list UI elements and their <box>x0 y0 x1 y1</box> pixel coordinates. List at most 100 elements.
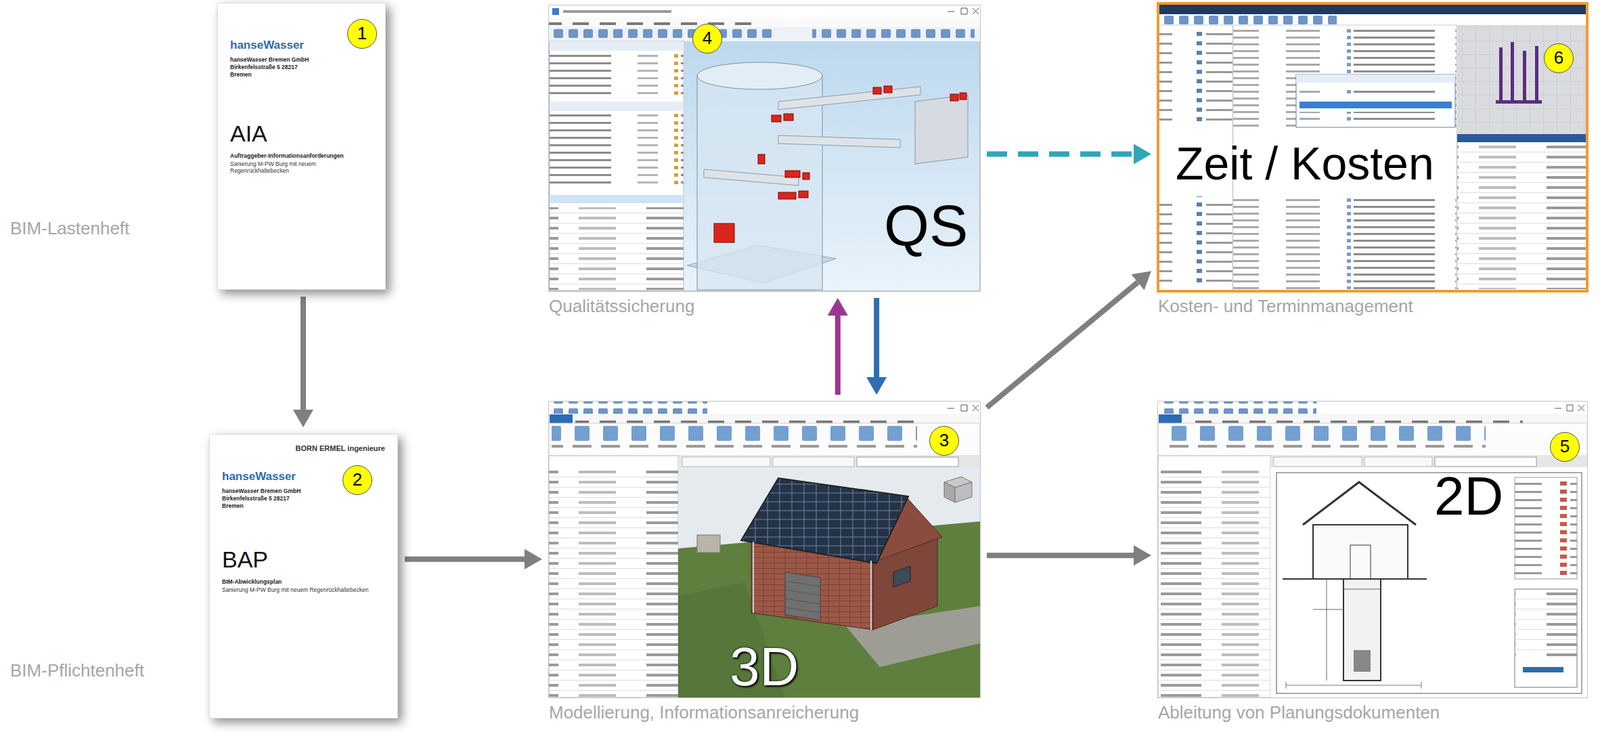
big-label: 3D <box>729 639 799 694</box>
qs-screenshot <box>548 5 981 292</box>
cost-schedule-screenshot-part <box>1296 74 1456 83</box>
callout-number: 1 <box>347 18 377 49</box>
revit-sheet-screenshot-part <box>1160 401 1317 414</box>
cost-schedule-screenshot <box>1158 3 1588 292</box>
caption: Kosten- und Terminmanagement <box>1158 296 1414 317</box>
revit-3d-screenshot-part <box>947 404 979 411</box>
revit-sheet-screenshot-part <box>1160 423 1486 456</box>
document-title: Auftraggeber-Informationsanforderungen <box>230 152 373 160</box>
connector-arrow <box>986 552 1134 558</box>
cost-schedule-screenshot-part-part <box>1535 46 1539 102</box>
qs-screenshot-part <box>548 5 981 18</box>
caption: Modellierung, Informationsanreicherung <box>548 702 859 723</box>
cost-schedule-screenshot-part-part <box>1522 50 1527 102</box>
revit-3d-screenshot-part <box>549 414 573 424</box>
revit-sheet-screenshot-part <box>1158 455 1271 698</box>
callout-number: 4 <box>692 23 723 54</box>
document-code: BAP <box>221 546 386 573</box>
callout-number: 6 <box>1543 43 1574 74</box>
qs-screenshot-part-part <box>802 172 810 180</box>
qs-screenshot-part <box>549 194 684 204</box>
callout-number: 3 <box>929 425 960 456</box>
qs-screenshot-part-part <box>798 190 809 198</box>
qs-screenshot-part-part <box>959 92 967 100</box>
qs-screenshot-part <box>697 62 823 90</box>
revit-3d-screenshot-part <box>753 541 872 630</box>
big-label: Zeit / Kosten <box>1175 140 1435 187</box>
qs-screenshot-part-part <box>771 115 782 122</box>
callout-number: 5 <box>1549 431 1580 462</box>
revit-sheet-screenshot-part <box>1270 467 1588 698</box>
revit-sheet-screenshot <box>1158 401 1588 698</box>
qs-screenshot-part <box>684 41 980 291</box>
cost-schedule-screenshot-part <box>1233 197 1457 290</box>
revit-3d-screenshot-part <box>697 534 721 553</box>
revit-sheet-screenshot-part <box>1158 401 1588 414</box>
revit-sheet-screenshot-part <box>1514 588 1577 687</box>
document-title: BIM-Abwicklungsplan <box>221 578 386 585</box>
revit-sheet-screenshot-part <box>1158 423 1588 456</box>
cost-schedule-screenshot-part <box>1160 12 1337 26</box>
qs-screenshot-part-part <box>783 113 794 121</box>
revit-3d-screenshot-part <box>548 401 981 414</box>
revit-sheet-screenshot-part <box>1313 578 1381 681</box>
qs-screenshot-part-part <box>778 192 796 199</box>
cost-schedule-screenshot-part <box>1158 3 1588 15</box>
revit-3d-screenshot <box>548 401 981 698</box>
revit-3d-screenshot-part <box>678 467 981 698</box>
revit-3d-screenshot-part <box>682 456 771 467</box>
qs-screenshot-part <box>778 86 921 110</box>
revit-sheet-screenshot-part <box>1514 590 1577 658</box>
revit-sheet-screenshot-part <box>1158 401 1588 698</box>
revit-sheet-screenshot-part <box>1184 413 1523 424</box>
qs-screenshot-part <box>548 17 981 28</box>
caption: Qualitätssicherung <box>548 296 695 317</box>
revit-3d-screenshot-part <box>785 571 821 620</box>
document-subtitle: Sanierung M-PW Burg mit neuem Regenrückh… <box>221 586 386 593</box>
qs-screenshot-part <box>549 207 684 290</box>
side-label: BIM-Lastenheft <box>10 217 130 239</box>
revit-sheet-screenshot-part <box>1313 524 1408 579</box>
qs-screenshot-part <box>549 101 684 111</box>
qs-screenshot-part <box>947 8 979 15</box>
revit-3d-screenshot-part <box>551 423 918 456</box>
revit-3d-screenshot-part <box>575 413 914 424</box>
qs-screenshot-part <box>548 17 752 28</box>
qs-screenshot-part <box>915 94 968 164</box>
qs-screenshot-part <box>812 27 975 41</box>
revit-sheet-screenshot-part <box>1158 413 1588 424</box>
revit-sheet-screenshot-part <box>1302 481 1416 525</box>
screenshot-2d-sheet: 2DAbleitung von Planungsdokumenten <box>1158 401 1588 698</box>
qs-screenshot-part-part <box>873 87 882 95</box>
connector-arrow <box>986 282 1138 408</box>
revit-3d-screenshot-part <box>785 580 821 613</box>
revit-sheet-screenshot-part <box>1285 681 1422 689</box>
company-logo-text: BORN ERMEL ingenieure <box>221 443 386 453</box>
cost-schedule-screenshot-part <box>1457 134 1588 292</box>
screenshot-quality-check: QSQualitätssicherung <box>548 5 981 292</box>
cost-schedule-screenshot-part <box>1457 134 1588 143</box>
callout-number: 2 <box>342 464 373 495</box>
caption: Ableitung von Planungsdokumenten <box>1158 702 1440 723</box>
revit-3d-screenshot-part <box>893 565 911 587</box>
qs-screenshot-part <box>549 41 684 291</box>
qs-screenshot-part <box>563 10 672 13</box>
cost-schedule-screenshot-part <box>1299 86 1452 94</box>
revit-3d-screenshot-part <box>548 413 981 424</box>
cost-schedule-screenshot-part-part <box>1499 47 1503 102</box>
connector-arrow <box>835 315 841 395</box>
connector-arrow <box>986 150 1134 157</box>
qs-screenshot-part-part <box>785 170 800 178</box>
connector-arrow <box>404 556 525 562</box>
revit-sheet-screenshot-part <box>1353 649 1371 672</box>
cost-schedule-screenshot-part <box>1158 3 1588 292</box>
revit-3d-screenshot-part <box>678 455 981 468</box>
revit-3d-screenshot-part <box>944 481 955 503</box>
cost-schedule-screenshot-part-part <box>1495 100 1542 104</box>
revit-3d-screenshot-part <box>954 481 972 503</box>
cost-schedule-screenshot-part <box>1158 30 1233 126</box>
qs-screenshot-part <box>549 41 684 51</box>
screenshot-cost-schedule: Zeit / KostenKosten- und Terminmanagemen… <box>1158 3 1588 292</box>
cost-schedule-screenshot-part <box>1296 74 1456 128</box>
revit-sheet-screenshot-part <box>1522 666 1564 673</box>
